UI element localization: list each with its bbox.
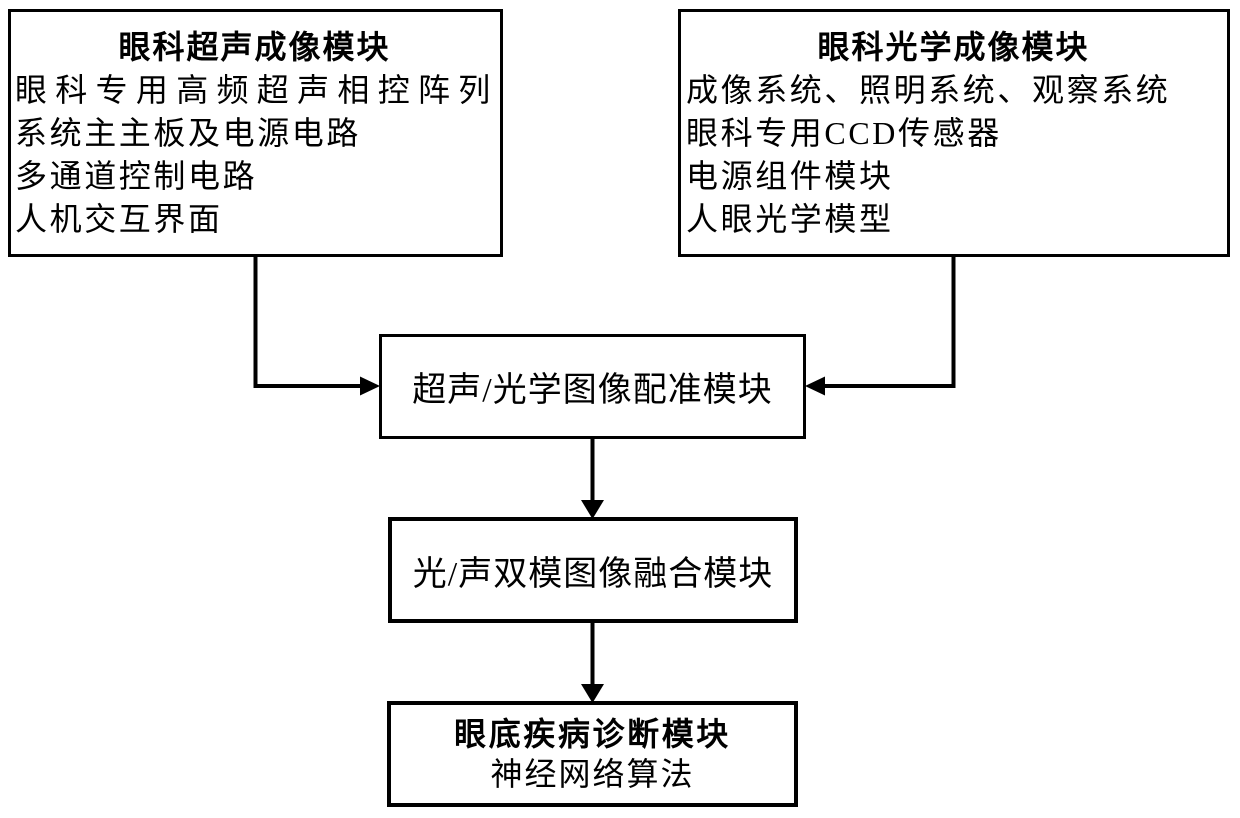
- ultrasound-module-item: 人机交互界面: [15, 201, 223, 237]
- connector-registration-to-fusion: [581, 437, 604, 519]
- arrow-right-icon: [360, 376, 380, 396]
- registration-module-title: 超声/光学图像配准模块: [412, 372, 773, 409]
- ultrasound-module-item: 眼科专用高频超声相控阵列: [15, 72, 499, 108]
- fusion-module-title: 光/声双模图像融合模块: [412, 555, 774, 593]
- diagnosis-module-subtitle: 神经网络算法: [490, 756, 695, 792]
- optical-module-box: 眼科光学成像模块 成像系统、照明系统、观察系统 眼科专用CCD传感器 电源组件模…: [678, 9, 1230, 257]
- optical-module-item: 眼科专用CCD传感器: [686, 115, 1002, 151]
- optical-module-item: 成像系统、照明系统、观察系统: [686, 72, 1171, 108]
- ultrasound-module-title: 眼科超声成像模块: [118, 29, 391, 65]
- connector-optical-to-registration: [805, 255, 956, 396]
- registration-module-box: 超声/光学图像配准模块: [379, 334, 806, 439]
- diagnosis-module-box: 眼底疾病诊断模块 神经网络算法: [387, 701, 798, 807]
- ultrasound-module-item: 系统主主板及电源电路: [15, 115, 362, 151]
- connector-fusion-to-diagnosis: [581, 621, 604, 703]
- optical-module-item: 电源组件模块: [686, 158, 894, 194]
- ultrasound-module-item: 多通道控制电路: [15, 158, 258, 194]
- optical-module-title: 眼科光学成像模块: [817, 29, 1090, 65]
- diagnosis-module-title: 眼底疾病诊断模块: [454, 716, 731, 752]
- arrow-left-icon: [805, 376, 825, 396]
- optical-module-item: 人眼光学模型: [686, 201, 894, 237]
- connector-ultrasound-to-registration: [253, 255, 380, 396]
- fusion-module-box: 光/声双模图像融合模块: [388, 517, 798, 623]
- ultrasound-module-box: 眼科超声成像模块 眼科专用高频超声相控阵列 系统主主板及电源电路 多通道控制电路…: [8, 9, 503, 257]
